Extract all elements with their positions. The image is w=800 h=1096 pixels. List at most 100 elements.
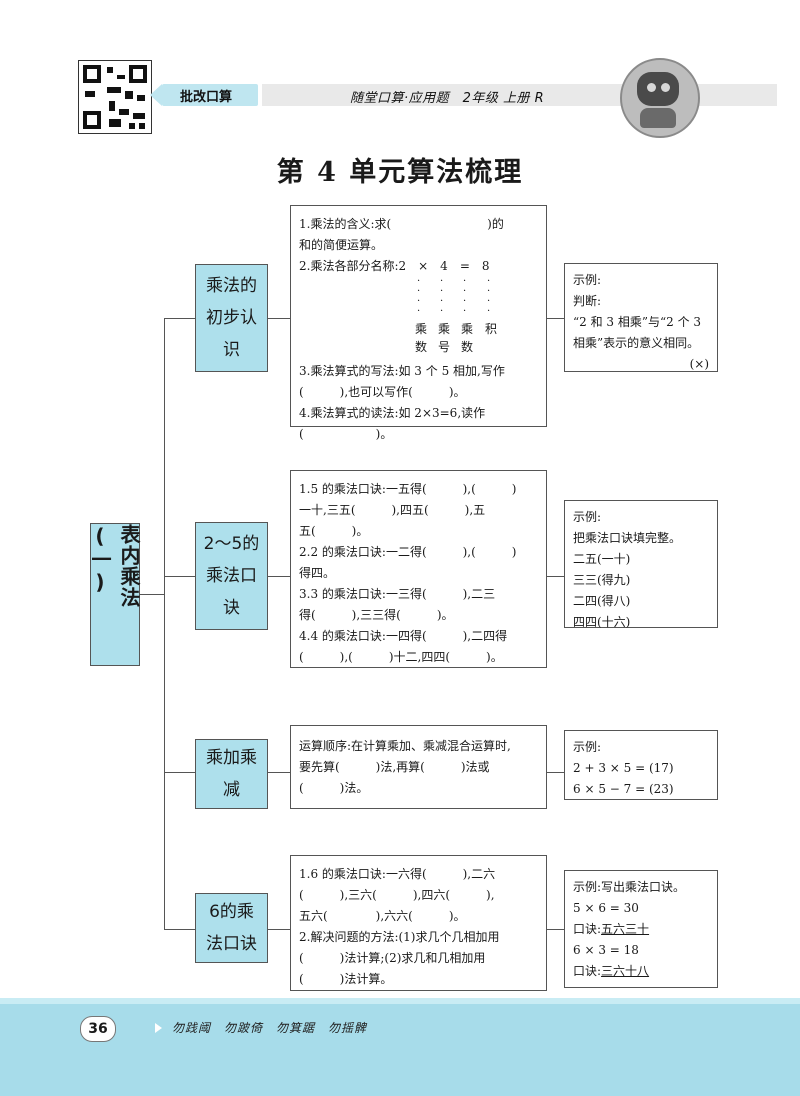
content-line: 4.乘法算式的读法:如 2×3=6,读作	[299, 406, 486, 420]
part-label: 号	[438, 340, 451, 354]
connector-line	[164, 318, 195, 319]
content-line: 和的简便运算。	[299, 238, 384, 252]
connector-line	[268, 576, 290, 577]
content-line: 1.6 的乘法口诀:一六得( ),二六	[299, 867, 496, 881]
content-line: ( )法。	[299, 781, 369, 795]
example-line: 5 × 6 = 30	[573, 901, 639, 915]
content-line: 1.乘法的含义:求( )的	[299, 217, 504, 231]
footer-top-stripe	[0, 998, 800, 1004]
connector-line	[268, 929, 290, 930]
topic-node-multiplication-intro: 乘法的初步认识	[195, 264, 268, 372]
example-line: 口诀:五六三十	[573, 919, 709, 940]
example-line: 三三(得九)	[573, 573, 631, 587]
content-line: 2.乘法各部分名称:2 × 4 = 8	[299, 259, 490, 273]
example-line: 示例:	[573, 510, 602, 524]
footer-band	[0, 998, 800, 1096]
example-answer: (×)	[689, 357, 709, 371]
example-line: 二五(一十)	[573, 552, 631, 566]
content-line: ( )法计算。	[299, 972, 393, 986]
connector-line	[140, 594, 164, 595]
content-line: 1.5 的乘法口诀:一五得( ),( )	[299, 482, 517, 496]
topic-node-6-table: 6的乘法口诀	[195, 893, 268, 963]
content-line: 要先算( )法,再算( )法或	[299, 760, 490, 774]
content-line: ( ),( )十二,四四( )。	[299, 650, 503, 664]
content-line: ( ),三六( ),四六( ),	[299, 888, 495, 902]
example-line: 6 × 5 − 7 = (23)	[573, 782, 674, 796]
dot-marker: ····	[487, 276, 491, 317]
example-line: 二四(得八)	[573, 594, 631, 608]
content-line: 一十,三五( ),四五( ),五	[299, 503, 486, 517]
page-number: 36	[80, 1016, 116, 1042]
part-label: 乘	[415, 322, 428, 336]
content-line: ( )法计算;(2)求几和几相加用	[299, 951, 486, 965]
example-line: 示例:	[573, 273, 602, 287]
robot-eye-icon	[661, 83, 670, 92]
robot-body	[640, 108, 676, 128]
example-line: 相乘”表示的意义相同。	[573, 336, 700, 350]
topic-label: 2～5的乘法口诀	[203, 534, 260, 618]
example-line: 四四(十六)	[573, 615, 631, 629]
example-line: “2 和 3 相乘”与“2 个 3	[573, 315, 702, 329]
multiplication-parts-diagram: ···· ···· ···· ···· 乘 乘 乘 积 数 号 数	[299, 277, 538, 361]
example-line: 把乘法口诀填完整。	[573, 531, 682, 545]
example-line: 示例:	[573, 740, 602, 754]
example-box-judgment: 示例: 判断: “2 和 3 相乘”与“2 个 3 相乘”表示的意义相同。 (×…	[564, 263, 718, 372]
content-line: 得四。	[299, 566, 336, 580]
content-box-6-table: 1.6 的乘法口诀:一六得( ),二六 ( ),三六( ),四六( ), 五六(…	[290, 855, 547, 991]
topic-label: 6的乘法口诀	[206, 902, 257, 954]
content-line: ( )。	[299, 427, 393, 441]
tag-arrow-icon	[150, 84, 162, 106]
content-line: 五六( ),六六( )。	[299, 909, 466, 923]
connector-trunk	[164, 318, 165, 930]
topic-label: 乘法的初步认识	[206, 276, 257, 360]
dot-marker: ····	[440, 276, 444, 317]
content-line: ( ),也可以写作( )。	[299, 385, 466, 399]
triangle-bullet-icon	[155, 1023, 162, 1033]
topic-label: 乘加乘减	[206, 748, 257, 800]
example-answer: 三六十八	[601, 964, 650, 978]
example-label: 口诀:	[573, 964, 602, 978]
grading-tag	[162, 84, 258, 106]
root-node-label: 表内乘法(一)	[88, 524, 141, 608]
example-label: 口诀:	[573, 922, 602, 936]
example-box-mixed-operations: 示例: 2 + 3 × 5 = (17) 6 × 5 − 7 = (23)	[564, 730, 718, 800]
topic-node-mixed-operations: 乘加乘减	[195, 739, 268, 809]
qr-code[interactable]	[78, 60, 152, 134]
connector-line	[546, 929, 564, 930]
dot-marker: ····	[417, 276, 421, 317]
content-box-mixed-operations: 运算顺序:在计算乘加、乘减混合运算时, 要先算( )法,再算( )法或 ( )法…	[290, 725, 547, 809]
example-box-write-table: 示例:写出乘法口诀。 5 × 6 = 30 口诀:五六三十 6 × 3 = 18…	[564, 870, 718, 988]
connector-line	[546, 576, 564, 577]
connector-line	[268, 772, 290, 773]
connector-line	[164, 576, 195, 577]
content-line: 得( ),三三得( )。	[299, 608, 454, 622]
content-line: 4.4 的乘法口诀:一四得( ),二四得	[299, 629, 508, 643]
robot-face	[637, 72, 679, 106]
content-line: 2.解决问题的方法:(1)求几个几相加用	[299, 930, 500, 944]
connector-line	[164, 929, 195, 930]
content-line: 2.2 的乘法口诀:一二得( ),( )	[299, 545, 517, 559]
content-line: 3.3 的乘法口诀:一三得( ),二三	[299, 587, 496, 601]
example-line: 2 + 3 × 5 = (17)	[573, 761, 674, 775]
example-line: 示例:写出乘法口诀。	[573, 880, 686, 894]
part-label: 积	[485, 322, 498, 336]
connector-line	[268, 318, 290, 319]
example-answer: 五六三十	[601, 922, 650, 936]
page-title: 第 4 单元算法梳理	[276, 157, 524, 188]
part-label: 数	[415, 340, 428, 354]
grading-tag-label: 批改口算	[180, 90, 233, 105]
example-box-fill-tables: 示例: 把乘法口诀填完整。 二五(一十) 三三(得九) 二四(得八) 四四(十六…	[564, 500, 718, 629]
footer-motto: 勿践阈 勿跛倚 勿箕踞 勿摇髀	[172, 1021, 368, 1035]
content-box-2-to-5-tables: 1.5 的乘法口诀:一五得( ),( ) 一十,三五( ),四五( ),五 五(…	[290, 470, 547, 668]
part-label: 数	[461, 340, 474, 354]
example-line: 6 × 3 = 18	[573, 943, 639, 957]
example-line: 口诀:三六十八	[573, 961, 709, 982]
book-title: 随堂口算·应用题 2年级 上册 R	[350, 91, 545, 106]
root-node-table-multiplication: 表内乘法(一)	[88, 523, 141, 666]
content-line: 运算顺序:在计算乘加、乘减混合运算时,	[299, 739, 511, 753]
connector-line	[164, 772, 195, 773]
content-box-multiplication-intro: 1.乘法的含义:求( )的 和的简便运算。 2.乘法各部分名称:2 × 4 = …	[290, 205, 547, 441]
dot-marker: ····	[463, 276, 467, 317]
topic-node-2-to-5-tables: 2～5的乘法口诀	[195, 522, 268, 630]
content-line: 3.乘法算式的写法:如 3 个 5 相加,写作	[299, 364, 505, 378]
